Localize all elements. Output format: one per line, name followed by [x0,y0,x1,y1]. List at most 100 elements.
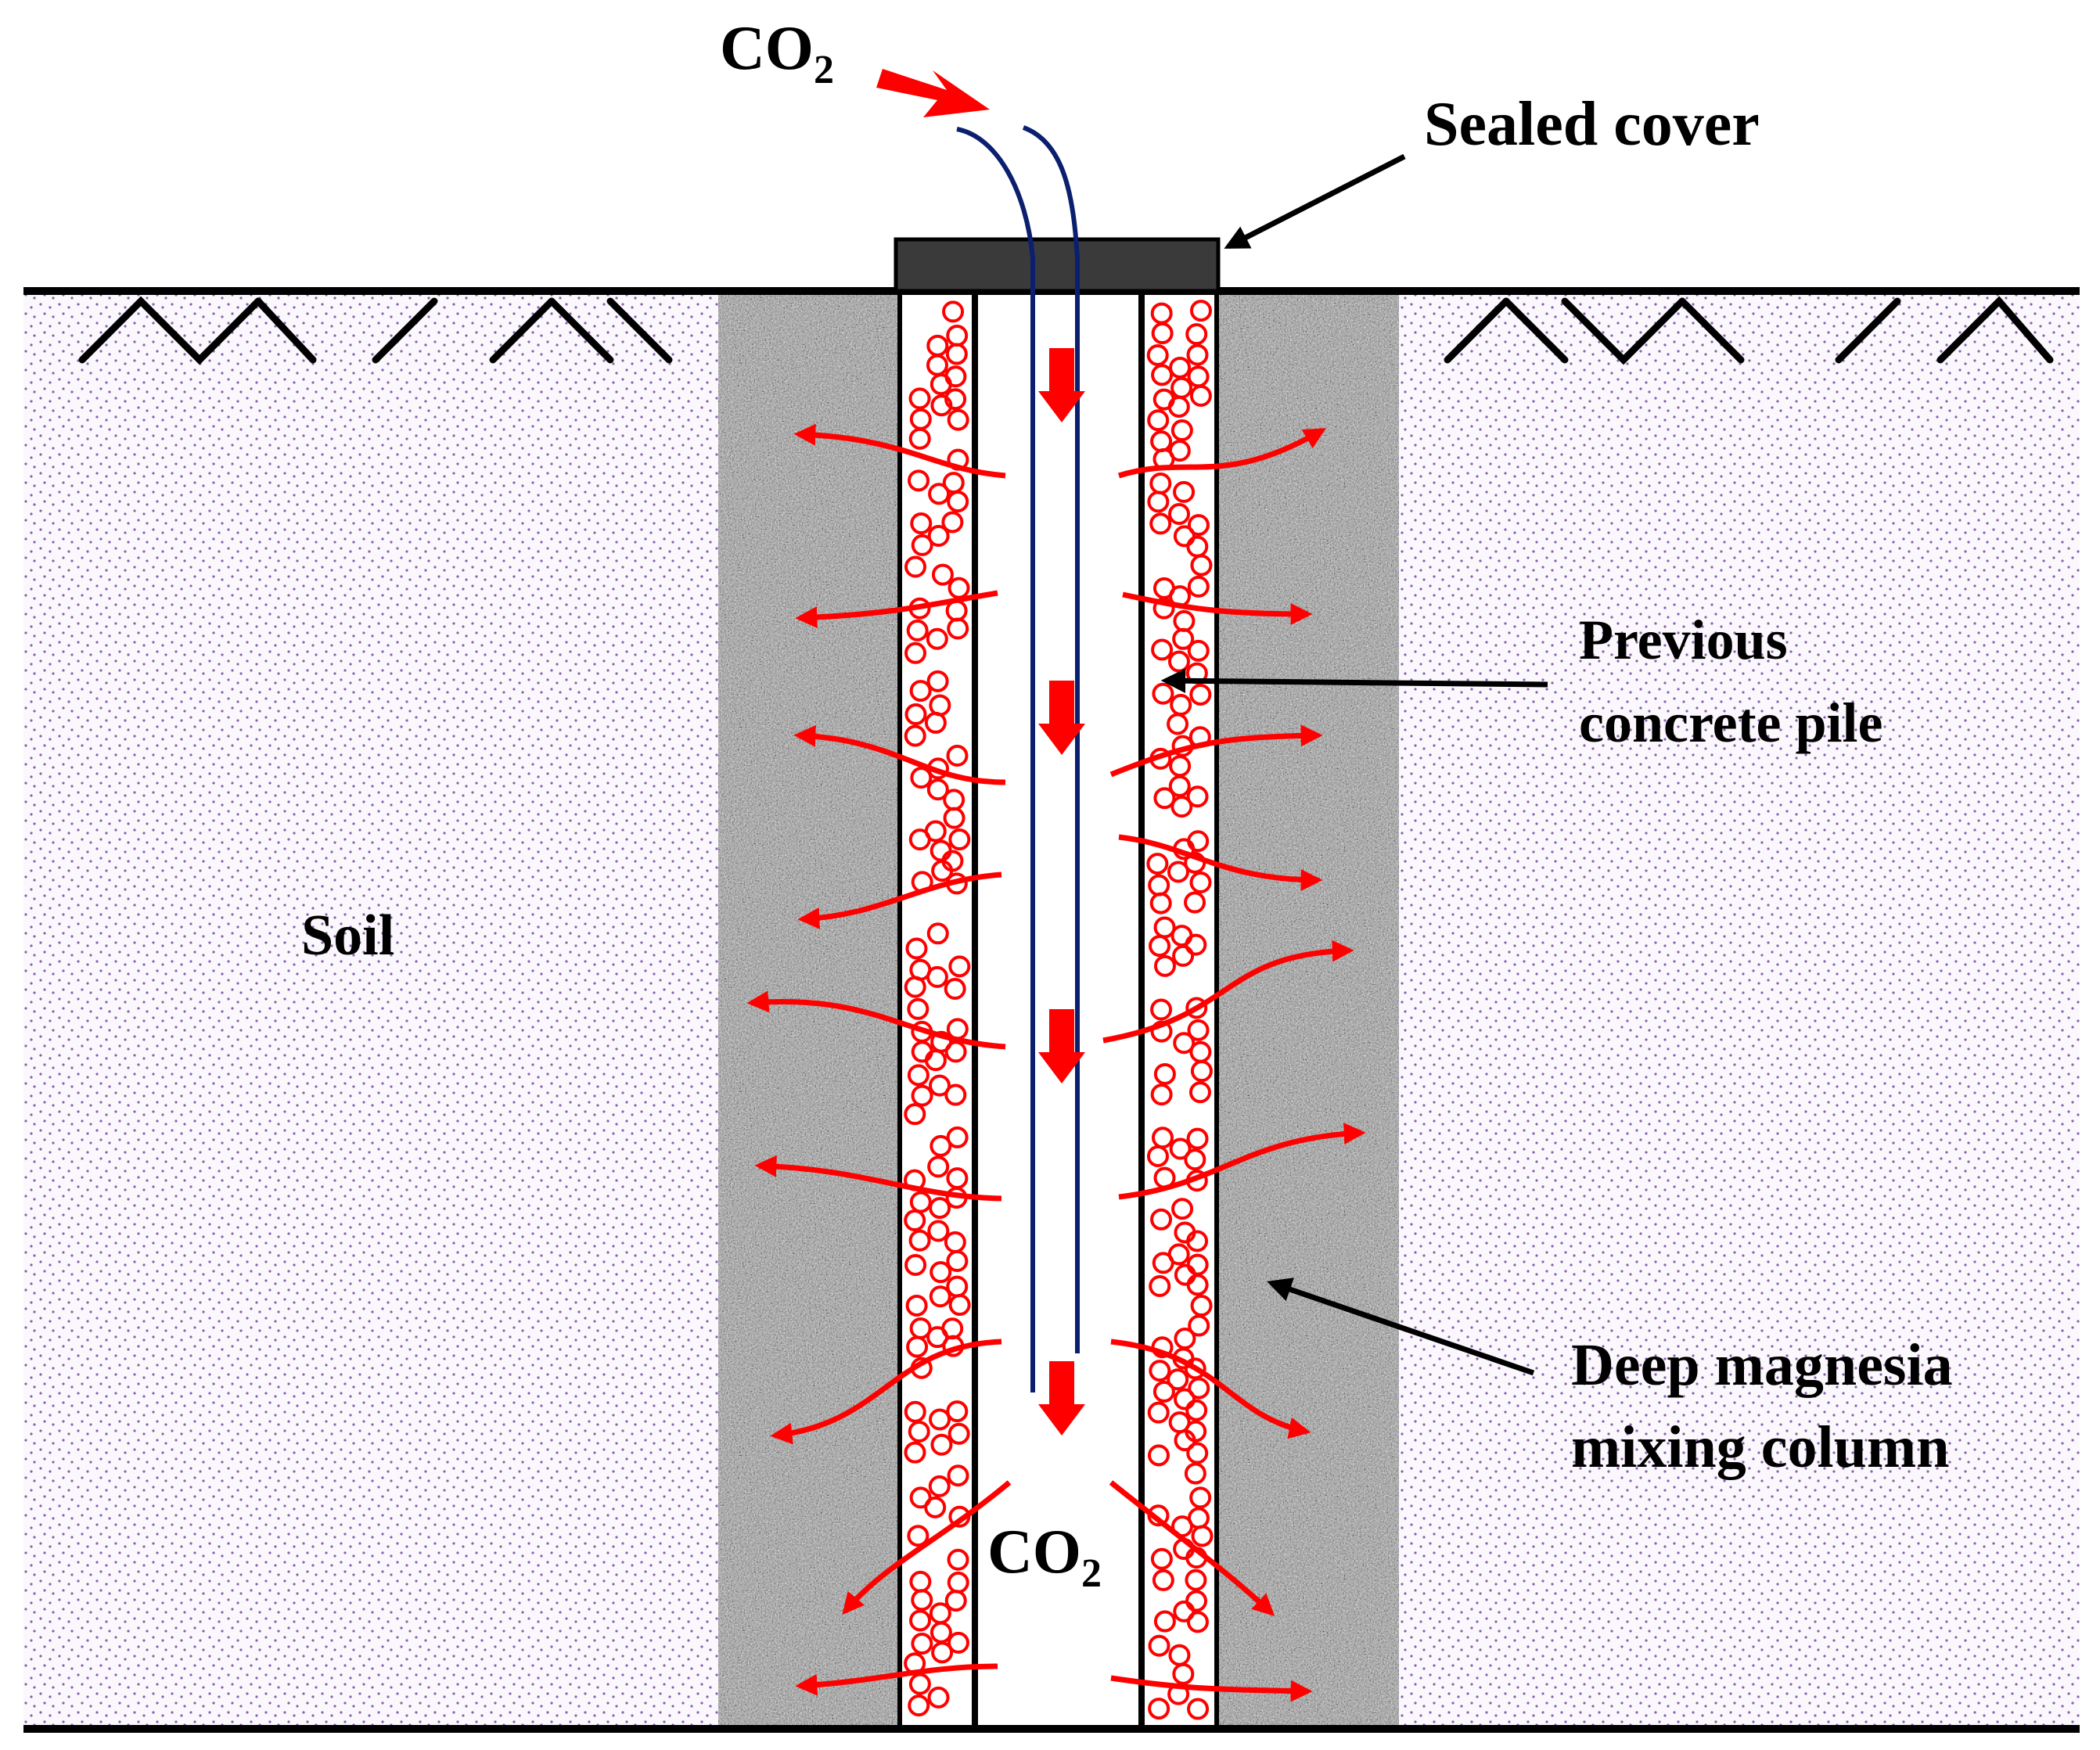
aggregate-circle [926,965,948,988]
aggregate-circle [1167,1368,1189,1391]
aggregate-circle [1167,861,1189,883]
aggregate-circle [907,1525,930,1547]
pile-wall-left [897,289,976,1731]
aggregate-circle [904,1400,926,1423]
aggregate-circle [904,1209,926,1232]
aggregate-circle [1185,997,1208,1019]
aggregate-circle [943,807,965,829]
aggregate-circle [1170,796,1193,818]
aggregate-circle [1171,1198,1194,1220]
aggregate-circle [907,1064,930,1087]
aggregate-circle [1190,1060,1213,1083]
aggregate-circle [1153,787,1176,810]
aggregate-circle [908,828,931,851]
aggregate-circle [1185,1420,1207,1443]
aggregate-circle [931,1641,954,1664]
aggregate-circle [905,937,928,960]
aggregate-circle [1188,1081,1211,1104]
aggregate-circle [929,1408,951,1431]
aggregate-circle [908,387,931,410]
aggregate-circle [1185,1399,1208,1421]
aggregate-circle [944,1040,967,1063]
aggregate-circle [1185,933,1207,956]
aggregate-circle [1174,1388,1196,1410]
aggregate-circle [904,703,927,726]
sealed-cover-label: Sealed cover [1424,90,1760,159]
aggregate-circle [926,922,949,945]
aggregate-circle [1153,954,1176,977]
aggregate-circle [910,767,933,789]
aggregate-circle [1190,554,1213,577]
aggregate-circle [947,1631,969,1654]
aggregate-circle [927,525,950,548]
aggregate-circle [948,1422,970,1445]
aggregate-circle [944,1083,967,1106]
aggregate-circle [1189,1486,1212,1509]
aggregate-circle [1147,491,1170,513]
aggregate-circle [929,1074,951,1097]
aggregate-circle [909,1486,932,1509]
aggregate-circle [1151,322,1174,345]
aggregate-circle [1184,891,1206,914]
aggregate-circle [1173,1032,1196,1055]
aggregate-circle [945,343,968,365]
aggregate-circle [946,745,969,767]
aggregate-circle [946,1400,969,1423]
aggregate-circle [911,1633,933,1655]
aggregate-circle [911,1084,933,1107]
aggregate-circle [927,1220,950,1242]
aggregate-circle [944,365,967,388]
column-pointer [1267,1277,1535,1376]
aggregate-circle [930,394,953,417]
aggregate-circle [1186,1127,1209,1150]
aggregate-circle [947,408,969,431]
aggregate-circle [1168,774,1191,797]
aggregate-circle [1186,785,1209,808]
aggregate-circle [1153,1610,1176,1633]
previous-pile-label-line1: Previous [1579,609,1788,671]
aggregate-circle [941,850,964,872]
aggregate-circle [1169,1137,1192,1160]
aggregate-circle [1148,1634,1170,1657]
aggregate-circle [1150,1208,1173,1231]
aggregate-circle [909,1609,932,1632]
aggregate-circle [944,1590,967,1612]
aggregate-circle [929,1285,951,1308]
aggregate-circle [924,1496,947,1518]
aggregate-circle [930,1261,952,1284]
aggregate-circle [904,1253,927,1276]
aggregate-circle [904,1441,926,1464]
aggregate-circle [1191,1525,1214,1547]
aggregate-circle [905,1294,928,1317]
soil-left [23,291,718,1729]
aggregate-circle [908,427,931,450]
aggregate-circle [1150,1083,1173,1106]
aggregate-circle [928,483,951,505]
aggregate-circle [1187,514,1210,537]
aggregate-circle [1187,639,1210,662]
aggregate-circle [926,627,948,650]
aggregate-circle [1148,1698,1170,1720]
aggregate-circle [947,617,969,640]
aggregate-circle [1149,1275,1171,1298]
aggregate-circle [948,955,971,978]
aggregate-circle [946,1250,969,1273]
aggregate-circle [1152,597,1175,620]
aggregate-circle [1149,1360,1171,1382]
aggregate-circle [1147,1444,1170,1467]
ground-hatch-marks [78,296,2054,365]
column-label-line2: mixing column [1571,1414,1950,1480]
aggregate-circle [1172,1662,1195,1685]
aggregate-circle [1185,1590,1208,1612]
aggregate-circle [1189,683,1212,706]
co2-bottom-label: CO2 [987,1518,1102,1596]
aggregate-circle [924,711,947,734]
aggregate-circle [1188,1377,1210,1400]
aggregate-circle [1170,419,1193,442]
aggregate-circle [1146,343,1169,366]
aggregate-circle [1187,575,1210,598]
aggregate-circle [1167,395,1190,418]
aggregate-circle [926,670,949,692]
aggregate-circle [904,724,926,747]
aggregate-circle [911,1589,933,1612]
